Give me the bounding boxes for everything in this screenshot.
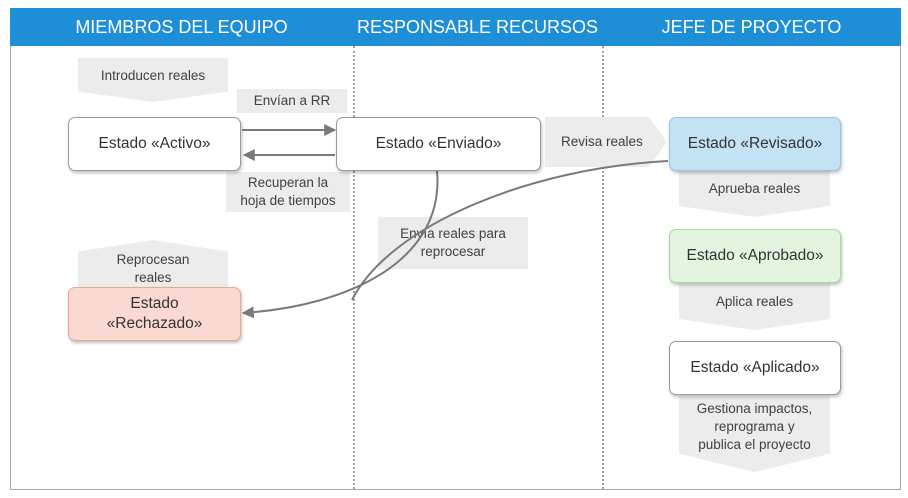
lane-title-project-manager: JEFE DE PROYECTO — [661, 17, 842, 37]
note-review-actuals: Revisa reales — [545, 117, 667, 167]
arrow-send-reject — [241, 170, 439, 319]
swimlane-header — [10, 8, 901, 46]
note-approve-actuals: Aprueba reales — [679, 171, 830, 217]
state-sent[interactable]: Estado «Enviado» — [336, 117, 541, 171]
lane-divider — [602, 46, 604, 489]
state-applied[interactable]: Estado «Aplicado» — [669, 341, 841, 395]
note-send-to-rr: Envían a RR — [237, 89, 347, 113]
state-rejected[interactable]: Estado «Rechazado» — [68, 287, 241, 341]
lane-title-resource-manager: RESPONSABLE RECURSOS — [356, 17, 599, 37]
note-manage-impacts: Gestiona impactos, reprograma y publica … — [679, 396, 830, 472]
note-reprocess-actuals: Reprocesan reales — [78, 240, 228, 288]
lane-divider — [353, 46, 355, 489]
state-active[interactable]: Estado «Activo» — [68, 117, 241, 171]
state-reviewed[interactable]: Estado «Revisado» — [669, 117, 841, 171]
arrow-reject-from-review — [351, 160, 669, 301]
note-apply-actuals: Aplica reales — [679, 284, 830, 330]
note-recall-timesheet: Recuperan la hoja de tiempos — [226, 172, 350, 212]
lane-title-team: MIEMBROS DEL EQUIPO — [75, 17, 288, 37]
state-approved[interactable]: Estado «Aprobado» — [669, 229, 841, 283]
note-enter-actuals: Introducen reales — [78, 58, 228, 102]
